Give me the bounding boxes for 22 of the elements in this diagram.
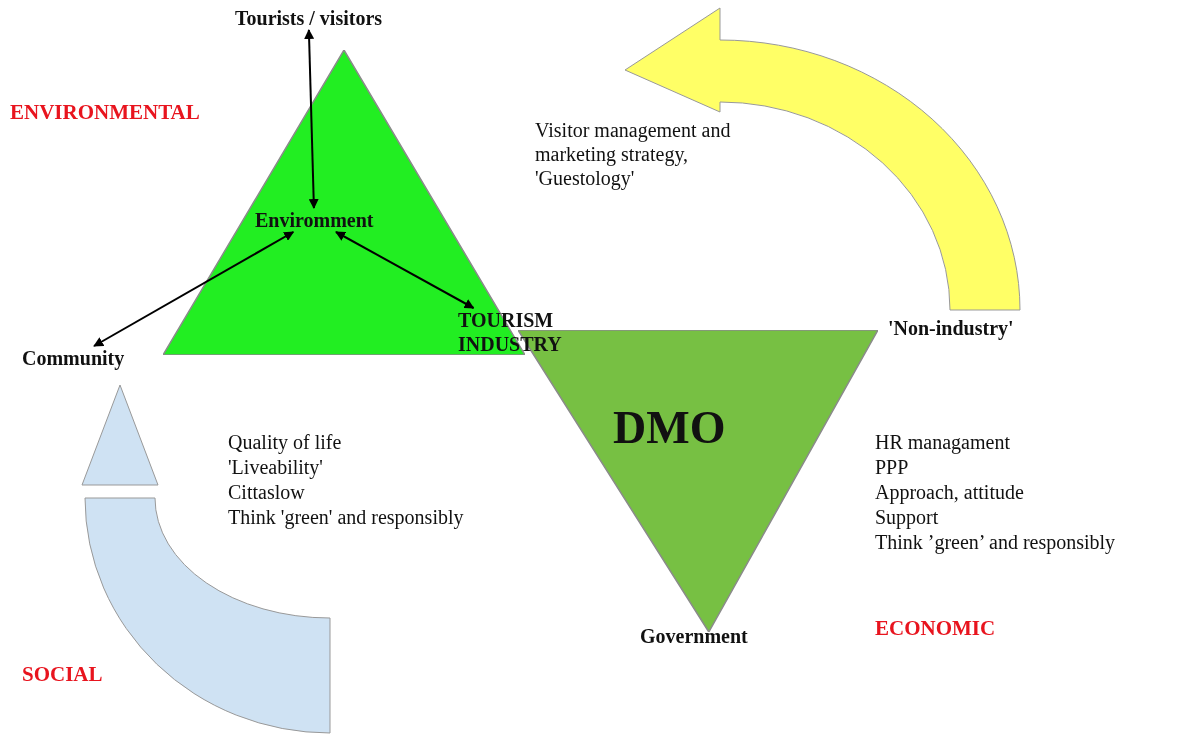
- double-arrow: [335, 231, 475, 309]
- double-arrow: [93, 231, 295, 347]
- node-label: Community: [22, 346, 125, 370]
- list-item: Think 'green' and responsibly: [228, 505, 464, 529]
- node-label: DMO: [613, 402, 726, 454]
- list-item: Think ’green’ and responsibly: [875, 530, 1116, 554]
- list-item: HR managament: [875, 430, 1010, 454]
- section-heading: SOCIAL: [22, 662, 103, 686]
- corner-label: Government: [640, 624, 748, 648]
- node-label: Enviromment: [255, 208, 374, 232]
- section-heading: ECONOMIC: [875, 616, 996, 640]
- node-label: Tourists / visitors: [235, 6, 383, 30]
- list-item: Support: [875, 505, 939, 529]
- list-item: 'Liveability': [228, 455, 323, 479]
- list-item: Cittaslow: [228, 480, 305, 504]
- double-arrow: [304, 29, 319, 209]
- list-item: Quality of life: [228, 430, 342, 454]
- section-heading: ENVIRONMENTAL: [10, 100, 200, 124]
- list-item: Approach, attitude: [875, 480, 1024, 504]
- list-item: PPP: [875, 455, 909, 479]
- note-text: Visitor management and marketing strategy, 'Guestology': [535, 118, 732, 190]
- corner-label: 'Non-industry': [888, 316, 1014, 340]
